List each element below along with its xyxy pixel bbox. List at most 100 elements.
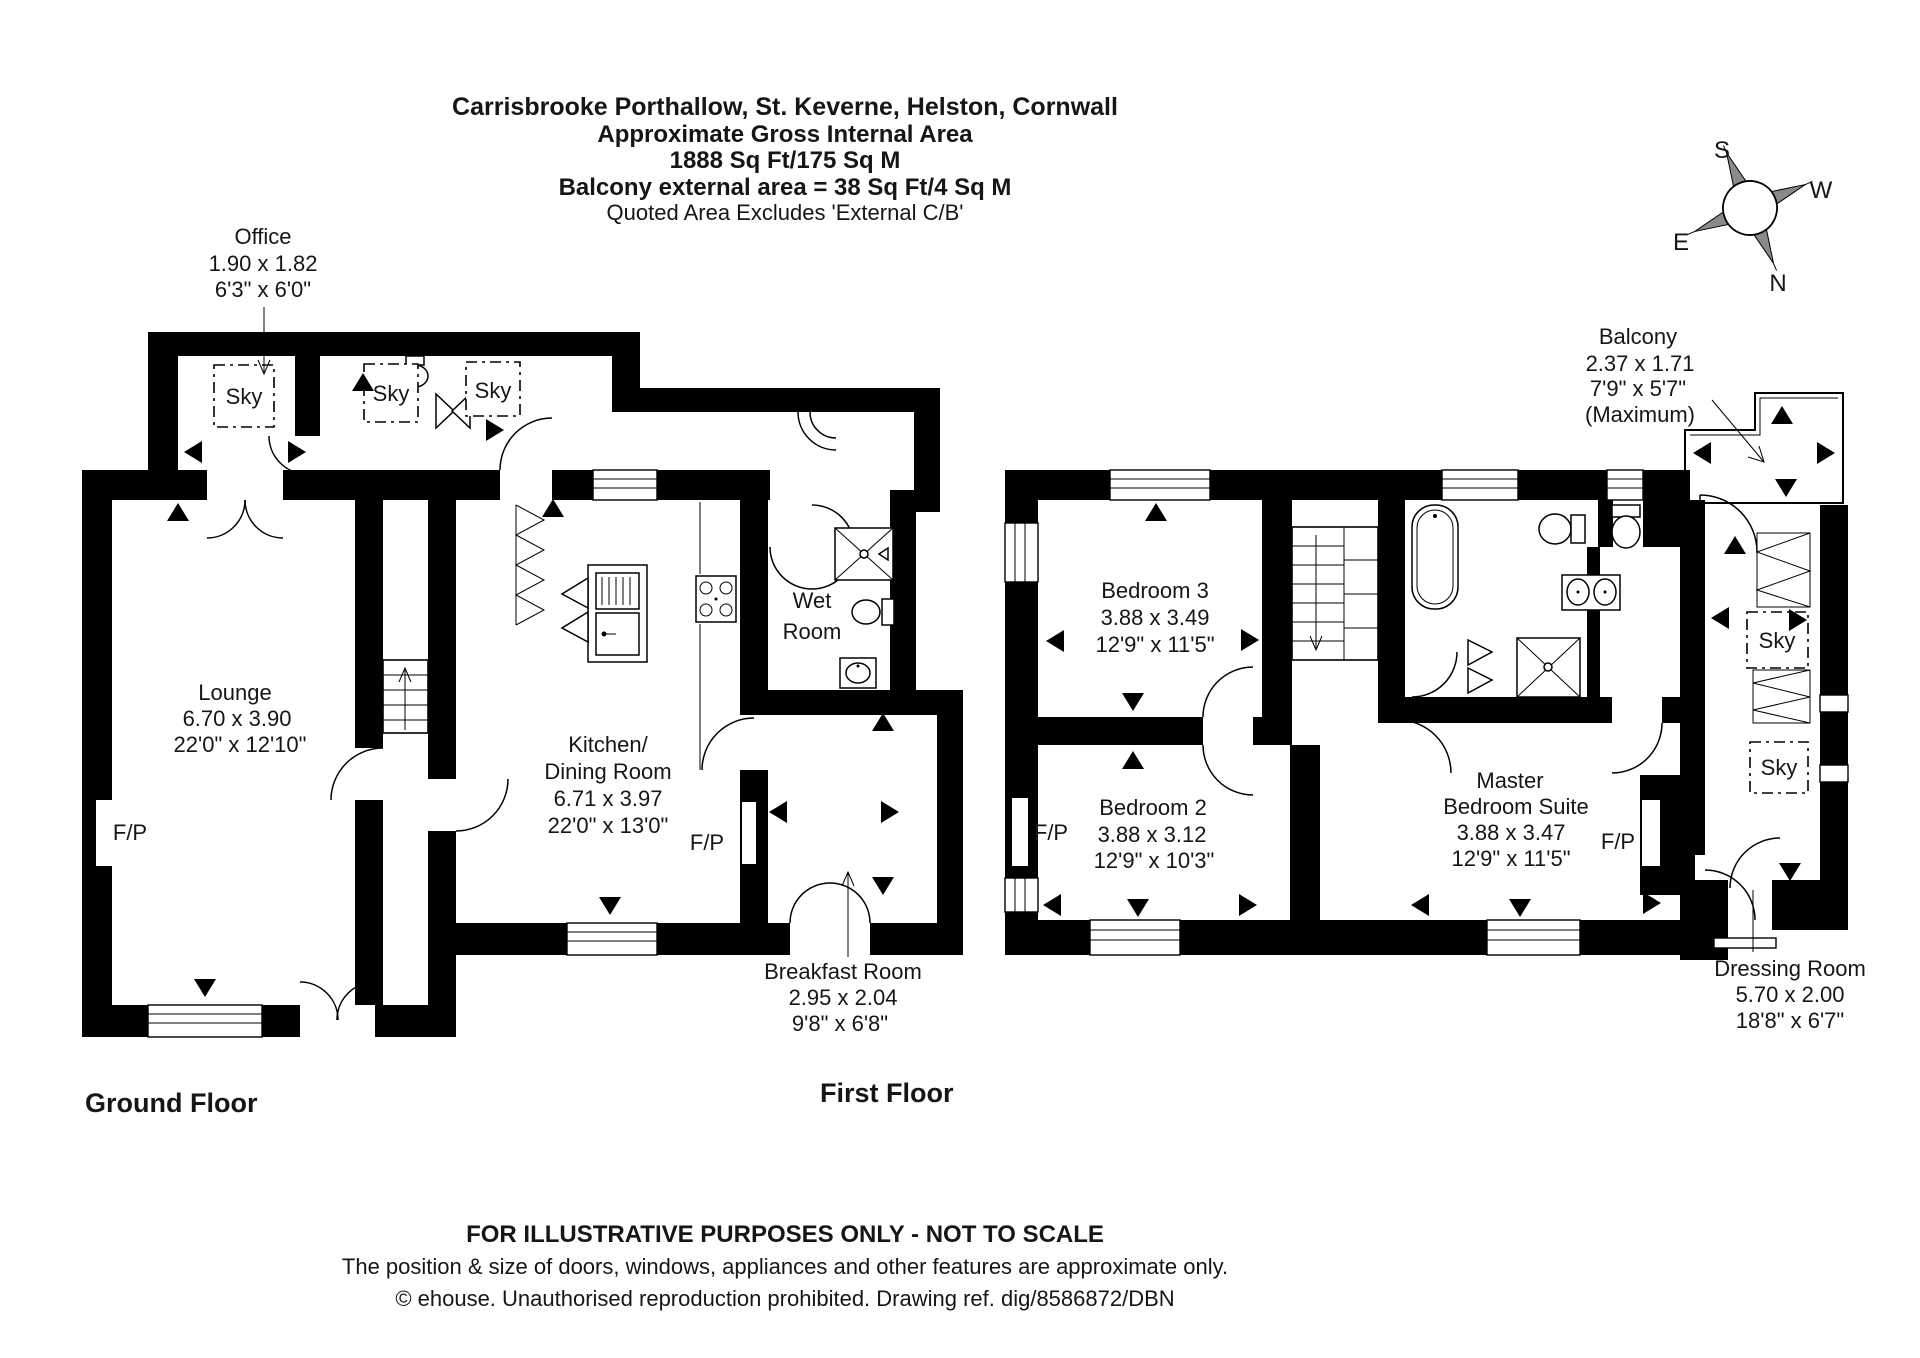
svg-text:Sky: Sky [1759,628,1796,653]
ff-labels: Bedroom 3 3.88 x 3.49 12'9" x 11'5" Bedr… [820,324,1866,1108]
kitchen-top-door [499,417,553,471]
compass-west: W [1810,177,1833,204]
footer-disclaimer: FOR ILLUSTRATIVE PURPOSES ONLY - NOT TO … [342,1221,1228,1311]
ff-master-fireplace-recess [1642,800,1660,866]
lounge-double-door [206,499,246,539]
window [592,469,658,501]
window [1089,919,1181,956]
ff-balcony-outline [1684,392,1844,504]
ff-fireplace-label: F/P [1601,829,1635,854]
shower [1516,637,1581,698]
compass-east: E [1673,229,1689,256]
dressing-metric: 5.70 x 2.00 [1736,982,1845,1007]
window [1004,877,1039,913]
toilet [851,598,895,626]
kitchen-imperial: 22'0" x 13'0" [548,813,669,838]
skylight: Sky [1749,741,1809,794]
ff-windows [1004,469,1849,956]
plan-area-note: Quoted Area Excludes 'External C/B' [607,200,964,225]
exit-step [1713,937,1777,949]
lounge-imperial: 22'0" x 12'10" [174,732,307,757]
balcony-imperial: 7'9" x 5'7" [1590,376,1686,401]
ff-doors [1202,494,1781,949]
ff-bed2-fireplace-recess [1012,798,1028,866]
balcony-note: (Maximum) [1585,402,1695,427]
toilet [1611,504,1641,549]
ensuite-door [1611,722,1663,774]
ground-floor-title: Ground Floor [85,1088,258,1118]
dressing-room-door [1704,869,1756,921]
footer-line3: © ehouse. Unauthorised reproduction proh… [395,1286,1174,1311]
kitchen-name1: Kitchen/ [568,732,648,757]
stairs-down-arrow [1309,635,1323,652]
balcony-name: Balcony [1599,324,1677,349]
rear-double-door [336,981,376,1021]
ground-floor-plan: Sky Sky Sky Office 1.90 x 1.82 6'3" x 6'… [82,224,963,1118]
gf-labels: Office 1.90 x 1.82 6'3" x 6'0" Lounge 6.… [85,224,922,1118]
entrance-door [809,411,837,439]
plan-balcony-area: Balcony external area = 38 Sq Ft/4 Sq M [559,174,1012,201]
twin-basins [1561,574,1621,611]
kitchen-metric: 6.71 x 3.97 [554,786,663,811]
plan-area: 1888 Sq Ft/175 Sq M [670,147,901,174]
svg-text:Sky: Sky [226,384,263,409]
wetroom-name1: Wet [793,588,832,613]
wardrobe [1755,532,1812,608]
kitchen-island-sink [587,564,648,663]
bedroom3-imperial: 12'9" x 11'5" [1095,632,1214,657]
bedroom3-door [1202,666,1254,718]
gf-kitchen-fireplace-recess [742,802,756,864]
compass-south: S [1714,137,1730,164]
hob [695,575,737,623]
master-metric: 3.88 x 3.47 [1457,820,1566,845]
title-block: Carrisbrooke Porthallow, St. Keverne, He… [452,93,1118,225]
svg-text:Sky: Sky [1761,755,1798,780]
lounge-double-door [244,499,284,539]
master-name2: Bedroom Suite [1443,794,1589,819]
office-leader-arrow [257,359,271,376]
ff-walls [1005,470,1848,960]
window [1486,919,1581,956]
bifold-door [435,392,471,430]
master-door [1397,719,1452,774]
first-floor-title: First Floor [820,1078,954,1108]
breakfast-double-door [789,882,831,924]
svg-text:Sky: Sky [475,378,512,403]
window [1004,522,1039,583]
kitchen-name2: Dining Room [544,759,671,784]
svg-text:Sky: Sky [373,381,410,406]
dressing-exit-door [1729,837,1781,889]
cupboard [1467,638,1494,695]
skylight: Sky [213,364,275,428]
bedroom2-name: Bedroom 2 [1099,795,1207,820]
first-floor-plan: Sky Sky Bedroom 3 3.88 x 3. [820,324,1866,1108]
master-imperial: 12'9" x 11'5" [1451,846,1570,871]
footer-line2: The position & size of doors, windows, a… [342,1254,1228,1279]
breakfast-double-door [829,882,871,924]
breakfast-metric: 2.95 x 2.04 [789,985,898,1010]
office-name: Office [234,224,291,249]
bedroom2-imperial: 12'9" x 10'3" [1094,848,1215,873]
rear-double-door [299,981,339,1021]
dressing-imperial: 18'8" x 6'7" [1736,1008,1844,1033]
balcony-leader-arrow [1747,445,1765,463]
office-door [268,435,308,475]
window [566,922,658,956]
wardrobe [1752,669,1811,724]
window [1441,469,1519,501]
kitchen-breakfast-door [701,717,755,771]
ff-fixtures [1411,504,1812,724]
hall-kitchen-door [455,778,509,832]
bedroom2-door [1202,744,1254,796]
window [1819,694,1849,713]
balcony-metric: 2.37 x 1.71 [1586,351,1695,376]
bathroom-door [1411,651,1458,698]
breakfast-name: Breakfast Room [764,959,922,984]
kitchen-cabinets [514,504,546,626]
gf-fixtures [401,355,895,770]
compass-north: N [1769,270,1786,297]
lounge-metric: 6.70 x 3.90 [183,706,292,731]
window [1109,469,1211,501]
window [1819,764,1849,783]
